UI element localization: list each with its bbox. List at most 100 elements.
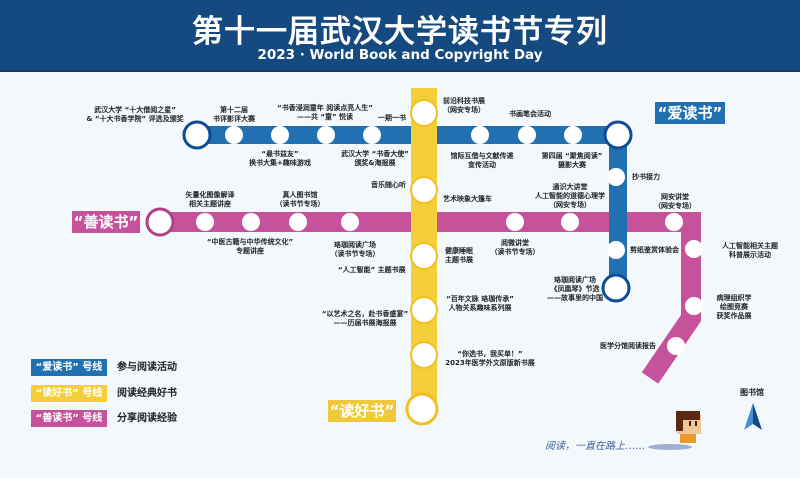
station-magenta[interactable] xyxy=(341,213,359,231)
station-blue-terminal[interactable] xyxy=(182,120,212,150)
station-label: 阅微讲堂 （读书节专场） xyxy=(485,239,545,257)
station-yellow[interactable] xyxy=(410,296,438,324)
station-label-line: “悬书益友” xyxy=(261,150,299,158)
station-label-line: “百年文脉 珞珈传承” xyxy=(446,295,514,303)
station-label-line: （读书节专场） xyxy=(490,248,540,256)
station-label-line: 书画笔会活动 xyxy=(509,110,551,118)
header-banner: 第十一届武汉大学读书节专列 2023 · World Book and Copy… xyxy=(0,0,800,72)
blue-line-tag: “爱读书” xyxy=(655,102,725,124)
station-label-line: ——历届书展海报展 xyxy=(333,319,397,327)
station-blue[interactable] xyxy=(363,126,381,144)
station-label-line: （网安专场） xyxy=(549,201,591,209)
station-label: 真人图书馆 （读书节专场） xyxy=(270,191,330,209)
station-yellow-terminal[interactable] xyxy=(405,392,439,426)
station-label-line: 人物关系趣味系列展 xyxy=(448,304,512,312)
station-label-line: 通识大讲堂 xyxy=(552,183,588,191)
station-label-line: 颁奖&海报展 xyxy=(354,159,396,167)
station-label-line: 一期一书 xyxy=(378,114,406,122)
station-label: 珞珈阅读广场 （读书节专场） xyxy=(325,241,385,259)
station-label-line: 馆际互借与文献传递 xyxy=(450,152,514,160)
station-label-line: （读书节专场） xyxy=(275,200,325,208)
station-label-line: 科普展示活动 xyxy=(729,251,771,259)
station-label: 第四届 “聚焦阅读” 摄影大赛 xyxy=(537,152,607,170)
station-label: “人工智能” 主题书展 xyxy=(338,266,406,275)
station-label: “以艺术之名，赴书香盛宴” ——历届书展海报展 xyxy=(320,310,410,328)
station-label: 抄书接力 xyxy=(632,173,660,182)
station-magenta[interactable] xyxy=(665,213,683,231)
station-label-line: ——故事里的中国 xyxy=(547,294,603,302)
station-label-line: 珞珈阅读广场 xyxy=(334,241,376,249)
station-magenta[interactable] xyxy=(196,213,214,231)
station-label: 通识大讲堂 人工智能的道德心理学 （网安专场） xyxy=(530,183,610,210)
magenta-line-tag: “善读书” xyxy=(72,211,140,233)
station-magenta[interactable] xyxy=(289,213,307,231)
station-label-line: 相关主题讲座 xyxy=(189,200,231,208)
station-label-line: 宣传活动 xyxy=(468,161,496,169)
station-blue[interactable] xyxy=(471,126,489,144)
station-label-line: 摄影大赛 xyxy=(558,161,586,169)
legend-swatch-blue: “爱读书” 号线 xyxy=(31,359,107,376)
station-label-line: “中医古籍与中华传统文化” xyxy=(206,238,294,246)
station-magenta[interactable] xyxy=(242,213,260,231)
station-magenta[interactable] xyxy=(506,213,524,231)
yellow-stations xyxy=(405,99,439,426)
station-blue[interactable] xyxy=(607,168,625,186)
station-label-line: 绘图竞赛 xyxy=(720,303,748,311)
station-label-line: “书香浸润童年 阅读点亮人生” xyxy=(277,104,373,112)
station-label-line: 健康睡眠 xyxy=(445,247,473,255)
station-blue[interactable] xyxy=(607,241,625,259)
station-label-line: “人工智能” 主题书展 xyxy=(338,266,406,274)
page-title: 第十一届武汉大学读书节专列 xyxy=(192,14,608,50)
station-label-line: 第十二届 xyxy=(220,106,248,114)
station-label-line: （网安专场） xyxy=(443,106,485,114)
station-yellow[interactable] xyxy=(410,242,438,270)
station-blue-transfer[interactable] xyxy=(603,120,633,150)
station-label-line: 真人图书馆 xyxy=(282,191,318,199)
station-magenta[interactable] xyxy=(685,297,703,315)
magenta-stations xyxy=(145,207,703,355)
north-label: 图书馆 xyxy=(740,388,764,397)
station-magenta[interactable] xyxy=(561,213,579,231)
station-label-line: 前沿科技书展 xyxy=(443,97,485,105)
station-label-line: 矢量化图像解译 xyxy=(185,191,235,199)
station-label-line: 2023年医学外文原版新书展 xyxy=(445,359,535,367)
station-yellow[interactable] xyxy=(410,176,438,204)
station-label: 馆际互借与文献传递 宣传活动 xyxy=(447,152,517,170)
legend-desc-blue: 参与阅读活动 xyxy=(117,362,177,373)
station-label: 武汉大学 “十大借阅之星” & “十大书香学院” 评选及颁奖 xyxy=(70,106,200,124)
station-label: 前沿科技书展 （网安专场） xyxy=(443,97,485,115)
station-label: 健康睡眠 主题书展 xyxy=(445,247,473,265)
station-label: 武汉大学 “书香大使” 颁奖&海报展 xyxy=(330,150,420,168)
legend-desc-magenta: 分享阅读经验 xyxy=(117,413,177,424)
legend-swatch-magenta: “善读书” 号线 xyxy=(31,410,107,427)
station-label-line: 阅微讲堂 xyxy=(501,239,529,247)
station-magenta[interactable] xyxy=(685,240,703,258)
station-label: 网安讲堂 （网安专场） xyxy=(650,193,700,211)
station-label-line: 病理组织学 xyxy=(716,294,752,302)
station-magenta-terminal[interactable] xyxy=(145,207,175,237)
station-label: 病理组织学 绘图竞赛 获奖作品展 xyxy=(714,294,754,321)
station-label-line: 武汉大学 “书香大使” xyxy=(341,150,409,158)
station-blue-terminal[interactable] xyxy=(601,273,631,303)
station-label-line: 音乐随心听 xyxy=(371,181,406,189)
yellow-line-tag: “读好书” xyxy=(328,400,396,422)
station-magenta[interactable] xyxy=(667,337,685,355)
station-label: 医学分馆阅读报告 xyxy=(600,342,656,351)
legend-swatch-yellow: “读好书” 号线 xyxy=(31,385,107,402)
north-arrow-icon xyxy=(744,403,762,430)
station-label-line: （网安专场） xyxy=(654,202,696,210)
station-blue[interactable] xyxy=(317,126,335,144)
station-yellow[interactable] xyxy=(410,341,438,369)
station-blue[interactable] xyxy=(518,126,536,144)
station-label-line: 艺术映象大篷车 xyxy=(443,195,492,203)
station-blue[interactable] xyxy=(225,126,243,144)
slogan: 阅读，一直在路上…… xyxy=(545,441,645,452)
station-label-line: 网安讲堂 xyxy=(661,193,689,201)
station-label-line: 珞珈阅读广场 xyxy=(554,276,596,284)
station-yellow[interactable] xyxy=(410,99,438,127)
station-blue[interactable] xyxy=(271,126,289,144)
station-label-line: 书评影评大赛 xyxy=(213,115,255,123)
station-label: “悬书益友” 换书大集+趣味游戏 xyxy=(245,150,315,168)
station-blue[interactable] xyxy=(564,126,582,144)
station-label: 第十二届 书评影评大赛 xyxy=(204,106,264,124)
